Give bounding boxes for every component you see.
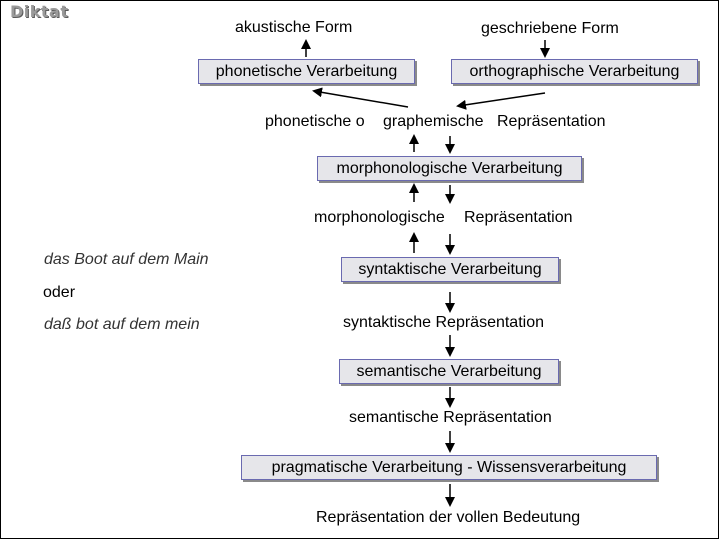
full-meaning-representation-label: Repräsentation der vollen Bedeutung	[316, 509, 581, 526]
example-line-2: oder	[43, 284, 76, 301]
syntactic-representation-label: syntaktische Repräsentation	[343, 314, 544, 331]
example-line-1: das Boot auf dem Main	[44, 251, 209, 268]
semantic-representation-label: semantische Repräsentation	[349, 409, 552, 426]
morph-representation-label-b: Repräsentation	[464, 209, 573, 226]
arrow-to-phonetic	[312, 87, 409, 108]
example-line-3: daß bot auf dem mein	[44, 316, 200, 333]
phonetic-representation-label-a: phonetische o	[265, 113, 365, 130]
phonetic-representation-label-c: Repräsentation	[497, 113, 606, 130]
written-form-label: geschriebene Form	[481, 20, 619, 37]
syntactic-processing-box: syntaktische Verarbeitung	[341, 257, 561, 284]
slide-title: Diktat	[10, 2, 69, 21]
arrow-from-orthographic	[456, 92, 546, 110]
phonetic-representation-label-b: graphemische	[383, 113, 484, 130]
acoustic-form-label: akustische Form	[235, 19, 353, 36]
morph-representation-label-a: morphonologische	[314, 209, 445, 226]
